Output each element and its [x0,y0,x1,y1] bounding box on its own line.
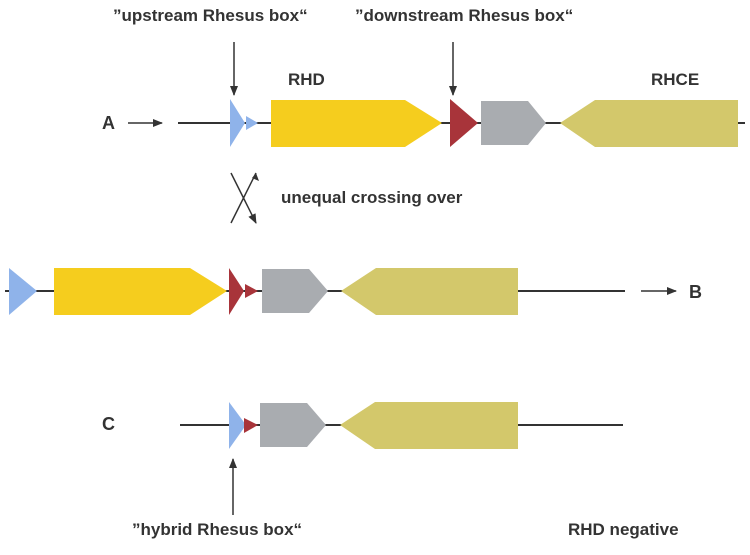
crossing-over-icon [230,172,259,224]
row-b-rhd-gene [54,268,227,315]
row-b-locus [5,268,677,315]
downstream-rhesus-box-label: ”downstream Rhesus box“ [355,6,574,25]
row-a-upstream-rhesus-box-right [246,116,258,130]
upstream-rhesus-box-label: ”upstream Rhesus box“ [113,6,308,25]
row-c-hybrid-box-red [244,418,258,433]
rhd-gene-label: RHD [288,70,325,89]
row-a-rhce-gene [560,100,738,147]
row-c-hybrid-box-blue [229,402,246,449]
row-c-locus [180,402,623,449]
row-a-downstream-rhesus-box [450,99,478,147]
row-b-upstream-rhesus-box [9,268,37,315]
row-a-upstream-rhesus-box-left [230,99,245,147]
row-c-label: C [102,414,115,434]
row-a-locus [128,99,745,147]
row-b-label: B [689,282,702,302]
crossing-over-label: unequal crossing over [281,188,463,207]
row-c-gray-gene [260,403,326,447]
row-b-hybrid-box-right [245,284,258,298]
row-b-rhce-gene [341,268,518,315]
row-b-hybrid-box-left [229,268,244,315]
row-a-label: A [102,113,115,133]
row-b-gray-gene [262,269,328,313]
rhd-negative-label: RHD negative [568,520,679,539]
row-a-gray-gene [481,101,546,145]
row-a-rhd-gene [271,100,442,147]
rhce-gene-label: RHCE [651,70,700,89]
hybrid-rhesus-box-label: ”hybrid Rhesus box“ [132,520,303,539]
row-c-rhce-gene [340,402,518,449]
